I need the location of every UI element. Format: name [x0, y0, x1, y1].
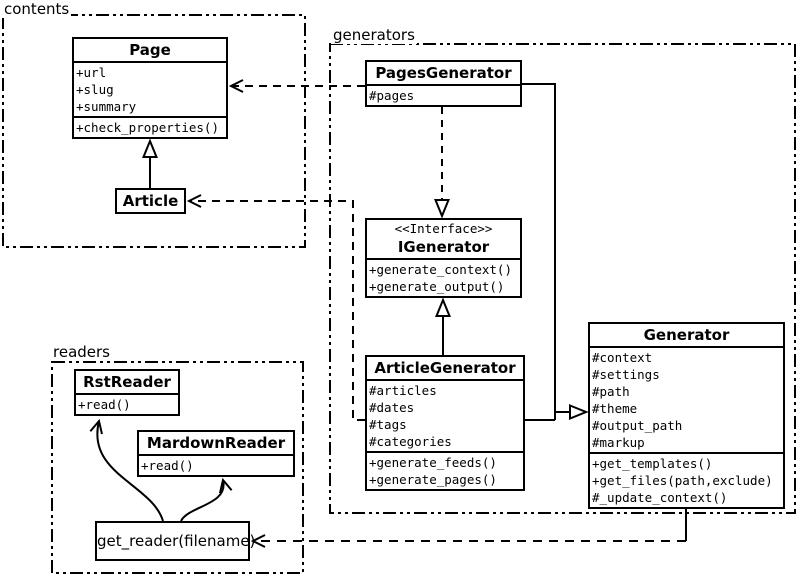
dependency-articlegenerator-to-article: [186, 194, 365, 421]
class-page: Page +url +slug +summary +check_properti…: [72, 37, 228, 139]
class-article-name: Article: [122, 192, 179, 210]
class-article-generator-attributes: #articles #dates #tags #categories: [367, 379, 523, 451]
class-article: Article: [115, 188, 186, 214]
method: +check_properties(): [76, 120, 219, 135]
package-label-generators: generators: [331, 26, 417, 44]
class-rst-reader-name: RstReader: [83, 373, 171, 391]
method: +generate_feeds(): [369, 455, 497, 470]
attribute: #output_path: [592, 418, 683, 433]
class-igenerator: <<Interface>> IGenerator +generate_conte…: [365, 218, 522, 298]
association-getreader-to-rstreader: [89, 418, 164, 522]
class-igenerator-methods: +generate_context() +generate_output(): [367, 258, 520, 296]
class-pages-generator-attributes: #pages: [367, 84, 520, 105]
method: +generate_output(): [369, 279, 505, 294]
attribute: #context: [592, 350, 653, 365]
attribute: #dates: [369, 400, 415, 415]
attribute: #theme: [592, 401, 638, 416]
class-generator-methods: +get_templates() +get_files(path,exclude…: [590, 452, 783, 507]
class-generator-name: Generator: [643, 326, 730, 344]
class-article-generator: ArticleGenerator #articles #dates #tags …: [365, 355, 525, 491]
class-generator: Generator #context #settings #path #them…: [588, 322, 785, 509]
class-igenerator-name: IGenerator: [397, 238, 490, 256]
class-markdown-reader-methods: +read(): [139, 454, 293, 475]
function-get-reader: get_reader(filename): [95, 521, 255, 561]
class-page-attributes: +url +slug +summary: [74, 61, 226, 116]
class-pages-generator-name: PagesGenerator: [375, 64, 512, 82]
attribute: #settings: [592, 367, 660, 382]
method: +generate_pages(): [369, 472, 497, 487]
class-page-methods: +check_properties(): [74, 116, 226, 137]
class-pages-generator: PagesGenerator #pages: [365, 60, 522, 107]
association-getreader-to-markdownreader: [180, 477, 233, 522]
attribute: +summary: [76, 99, 137, 114]
generalization-branch-pagesgenerator: [522, 83, 556, 420]
class-page-name: Page: [129, 41, 171, 59]
method: +read(): [141, 458, 194, 473]
class-article-generator-name: ArticleGenerator: [374, 359, 516, 377]
class-igenerator-stereotype: <<Interface>>: [394, 221, 493, 236]
class-rst-reader: RstReader +read(): [74, 369, 180, 416]
class-rst-reader-methods: +read(): [76, 393, 178, 414]
method: +read(): [78, 397, 131, 412]
class-markdown-reader-name: MardownReader: [146, 434, 286, 452]
attribute: +slug: [76, 82, 114, 97]
method: +generate_context(): [369, 262, 512, 277]
package-label-contents: contents: [2, 0, 72, 18]
method: #_update_context(): [592, 490, 728, 505]
attribute: #path: [592, 384, 630, 399]
method: +get_templates(): [592, 456, 713, 471]
class-igenerator-header: <<Interface>> IGenerator: [367, 220, 520, 258]
attribute: #categories: [369, 434, 452, 449]
class-article-generator-methods: +generate_feeds() +generate_pages(): [367, 451, 523, 489]
attribute: #tags: [369, 417, 407, 432]
attribute: #articles: [369, 383, 437, 398]
attribute: #markup: [592, 435, 645, 450]
attribute: +url: [76, 65, 107, 80]
attribute: #pages: [369, 88, 415, 103]
class-markdown-reader: MardownReader +read(): [137, 430, 295, 477]
class-generator-attributes: #context #settings #path #theme #output_…: [590, 346, 783, 452]
function-get-reader-label: get_reader(filename): [97, 532, 256, 550]
package-label-readers: readers: [51, 343, 112, 361]
package-border-contents: [2, 14, 306, 248]
package-border-generators: [329, 43, 796, 514]
package-border-readers: [51, 361, 304, 574]
method: +get_files(path,exclude): [592, 473, 773, 488]
